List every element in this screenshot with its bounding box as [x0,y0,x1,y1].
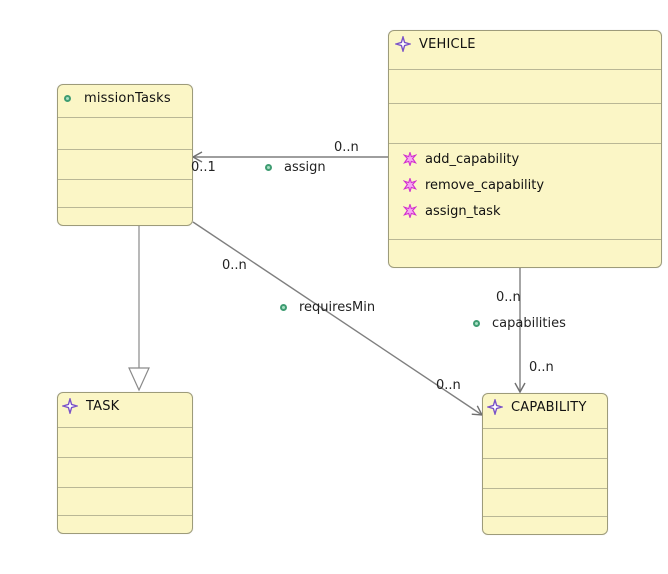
class-compartment [483,488,607,489]
green-dot-icon [265,164,272,171]
generalization-arrowhead [128,367,150,392]
capabilities-label[interactable]: capabilities [473,316,566,331]
capabilities-target-multiplicity: 0..n [529,360,554,375]
mission-tasks-title: missionTasks [84,90,171,106]
requires-min-source-multiplicity: 0..n [222,258,247,273]
vehicle-class[interactable]: VEHICLE add_capability remove_capability… [388,30,662,268]
class-compartment [58,457,192,458]
class-compartment [58,487,192,488]
class-compartment [58,515,192,516]
capability-class[interactable]: CAPABILITY [482,393,608,535]
class-compartment [58,117,192,118]
class-compartment [389,103,661,104]
operation-label: remove_capability [425,177,545,193]
class-star-icon [395,36,411,52]
requires-min-name: requiresMin [299,300,376,315]
class-compartment [389,239,661,240]
operation-label: assign_task [425,203,501,219]
green-dot-icon [280,304,287,311]
mission-tasks-class[interactable]: missionTasks [57,84,193,226]
class-compartment [483,428,607,429]
class-compartment [58,207,192,208]
capabilities-source-multiplicity: 0..n [496,290,521,305]
vehicle-title: VEHICLE [419,36,476,52]
requires-min-association-line[interactable] [192,221,484,416]
class-compartment [389,143,661,144]
capabilities-name: capabilities [492,316,566,331]
assign-target-multiplicity: 0..1 [191,160,216,175]
operation-label: add_capability [425,151,520,167]
green-dot-icon [64,94,71,102]
class-star-icon [62,398,78,414]
requires-min-label[interactable]: requiresMin [280,300,375,315]
assign-name: assign [284,160,326,175]
class-compartment [58,149,192,150]
capability-title: CAPABILITY [511,399,587,415]
requires-min-target-multiplicity: 0..n [436,378,461,393]
class-compartment [58,427,192,428]
operation-star-icon [403,152,417,166]
operation-star-icon [403,178,417,192]
assign-source-multiplicity: 0..n [334,140,359,155]
task-title: TASK [86,398,120,414]
operation-add-capability[interactable]: add_capability [403,149,519,169]
class-compartment [58,179,192,180]
class-compartment [483,458,607,459]
operation-star-icon [403,204,417,218]
assign-label[interactable]: assign [265,160,326,175]
class-compartment [483,516,607,517]
operation-assign-task[interactable]: assign_task [403,201,500,221]
green-dot-icon [473,320,480,327]
task-class[interactable]: TASK [57,392,193,534]
operation-remove-capability[interactable]: remove_capability [403,175,544,195]
class-compartment [389,69,661,70]
class-star-icon [487,399,503,415]
